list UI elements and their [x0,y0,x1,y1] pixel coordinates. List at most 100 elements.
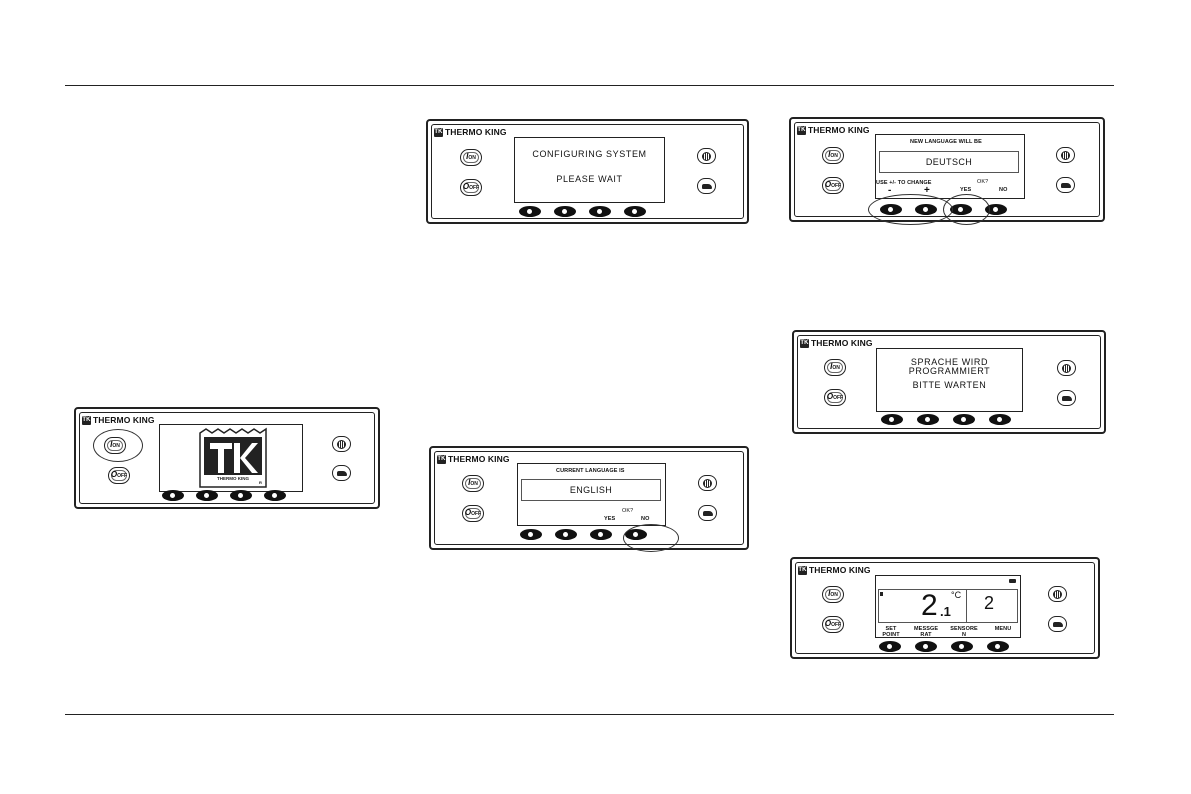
off-button[interactable]: OOFF [822,616,844,633]
defrost-icon [702,151,711,161]
language-value: DEUTSCH [879,151,1019,173]
yes-label: YES [960,187,972,193]
yes-label: YES [604,516,616,522]
status-line-1: SPRACHE WIRD [910,357,989,367]
status-line-2: PLEASE WAIT [556,174,623,184]
truck-mode-icon [1061,395,1072,401]
truck-mode-icon [1052,621,1063,627]
softkey-1[interactable] [881,414,903,425]
softkey-menu[interactable] [987,641,1009,652]
top-rule [65,85,1114,86]
defrost-button[interactable] [697,148,716,164]
softkey-label-4: MENU [994,626,1012,632]
language-value: ENGLISH [521,479,661,501]
lcd-display: NEW LANGUAGE WILL BE DEUTSCH USE +/- TO … [875,134,1025,199]
brand-name: THERMO KING [448,454,510,464]
truck-mode-icon [702,510,713,516]
softkey-1[interactable] [519,206,541,217]
softkey-4[interactable] [624,206,646,217]
on-button[interactable]: ION [462,475,484,492]
softkey-4[interactable] [989,414,1011,425]
on-button[interactable]: ION [822,586,844,603]
lcd-display: 2 .1 °C 2 SET POINT MESSGE RAT SENSORE N… [875,575,1021,638]
softkey-2[interactable] [554,206,576,217]
lcd-display: SPRACHE WIRD PROGRAMMIERT BITTE WARTEN [876,348,1023,412]
on-button[interactable]: ION [822,147,844,164]
defrost-button[interactable] [332,436,351,452]
softkey-4[interactable] [264,490,286,501]
off-button[interactable]: OOFF [462,505,484,522]
brand-name: THERMO KING [808,125,870,135]
truck-mode-icon [701,183,712,189]
off-button[interactable]: OOFF [460,179,482,196]
thermo-king-logo-icon: TK [437,454,446,464]
status-line-2: PROGRAMMIERT [908,366,991,376]
lcd-display: CURRENT LANGUAGE IS ENGLISH OK? YES NO [517,463,666,526]
current-language-heading: CURRENT LANGUAGE IS [556,468,625,474]
off-button[interactable]: OOFF [108,467,130,484]
secondary-value: 2 [984,593,995,613]
softkey-2[interactable] [196,490,218,501]
brand-name: THERMO KING [445,127,507,137]
cycle-mode-button[interactable] [1048,616,1067,632]
registered-mark: R [259,480,262,485]
softkey-yes[interactable] [590,529,612,540]
lcd-display: THERMO KING R [159,424,303,492]
temperature-unit: °C [951,590,962,600]
highlight-circle-no [623,524,679,552]
defrost-icon [703,478,712,488]
softkey-3[interactable] [589,206,611,217]
cycle-mode-button[interactable] [1057,390,1076,406]
status-line-1: CONFIGURING SYSTEM [532,149,647,159]
softkey-1[interactable] [162,490,184,501]
defrost-button[interactable] [698,475,717,491]
cycle-mode-button[interactable] [698,505,717,521]
softkey-1[interactable] [520,529,542,540]
brand-name: THERMO KING [93,415,155,425]
defrost-button[interactable] [1048,586,1067,602]
softkey-label-1: SET POINT [882,626,900,638]
plus-label: + [924,185,930,196]
softkey-sensoren[interactable] [951,641,973,652]
softkey-3[interactable] [953,414,975,425]
thermo-king-logo-icon: TK [798,565,807,575]
on-button[interactable]: ION [460,149,482,166]
cycle-mode-button[interactable] [697,178,716,194]
softkey-no[interactable] [985,204,1007,215]
bottom-rule [65,714,1114,715]
off-button[interactable]: OOFF [824,389,846,406]
minus-label: - [888,185,892,196]
softkey-2[interactable] [917,414,939,425]
softkey-set-point[interactable] [879,641,901,652]
defrost-button[interactable] [1057,360,1076,376]
softkey-messge-rat[interactable] [915,641,937,652]
softkey-row [881,414,1011,425]
temperature-whole: 2 [921,589,938,622]
off-button[interactable]: OOFF [822,177,844,194]
softkey-3[interactable] [230,490,252,501]
no-label: NO [641,516,650,522]
defrost-icon [1061,150,1070,160]
defrost-button[interactable] [1056,147,1075,163]
no-label: NO [999,187,1008,193]
secondary-reading-box [966,589,1018,623]
softkey-2[interactable] [555,529,577,540]
softkey-label-3: SENSORE N [950,626,978,638]
brand-name: THERMO KING [811,338,873,348]
cycle-mode-button[interactable] [332,465,351,481]
defrost-icon [337,439,346,449]
on-button[interactable]: ION [824,359,846,376]
softkey-row [519,206,646,217]
status-line-3: BITTE WARTEN [912,380,987,390]
cycle-mode-button[interactable] [1056,177,1075,193]
